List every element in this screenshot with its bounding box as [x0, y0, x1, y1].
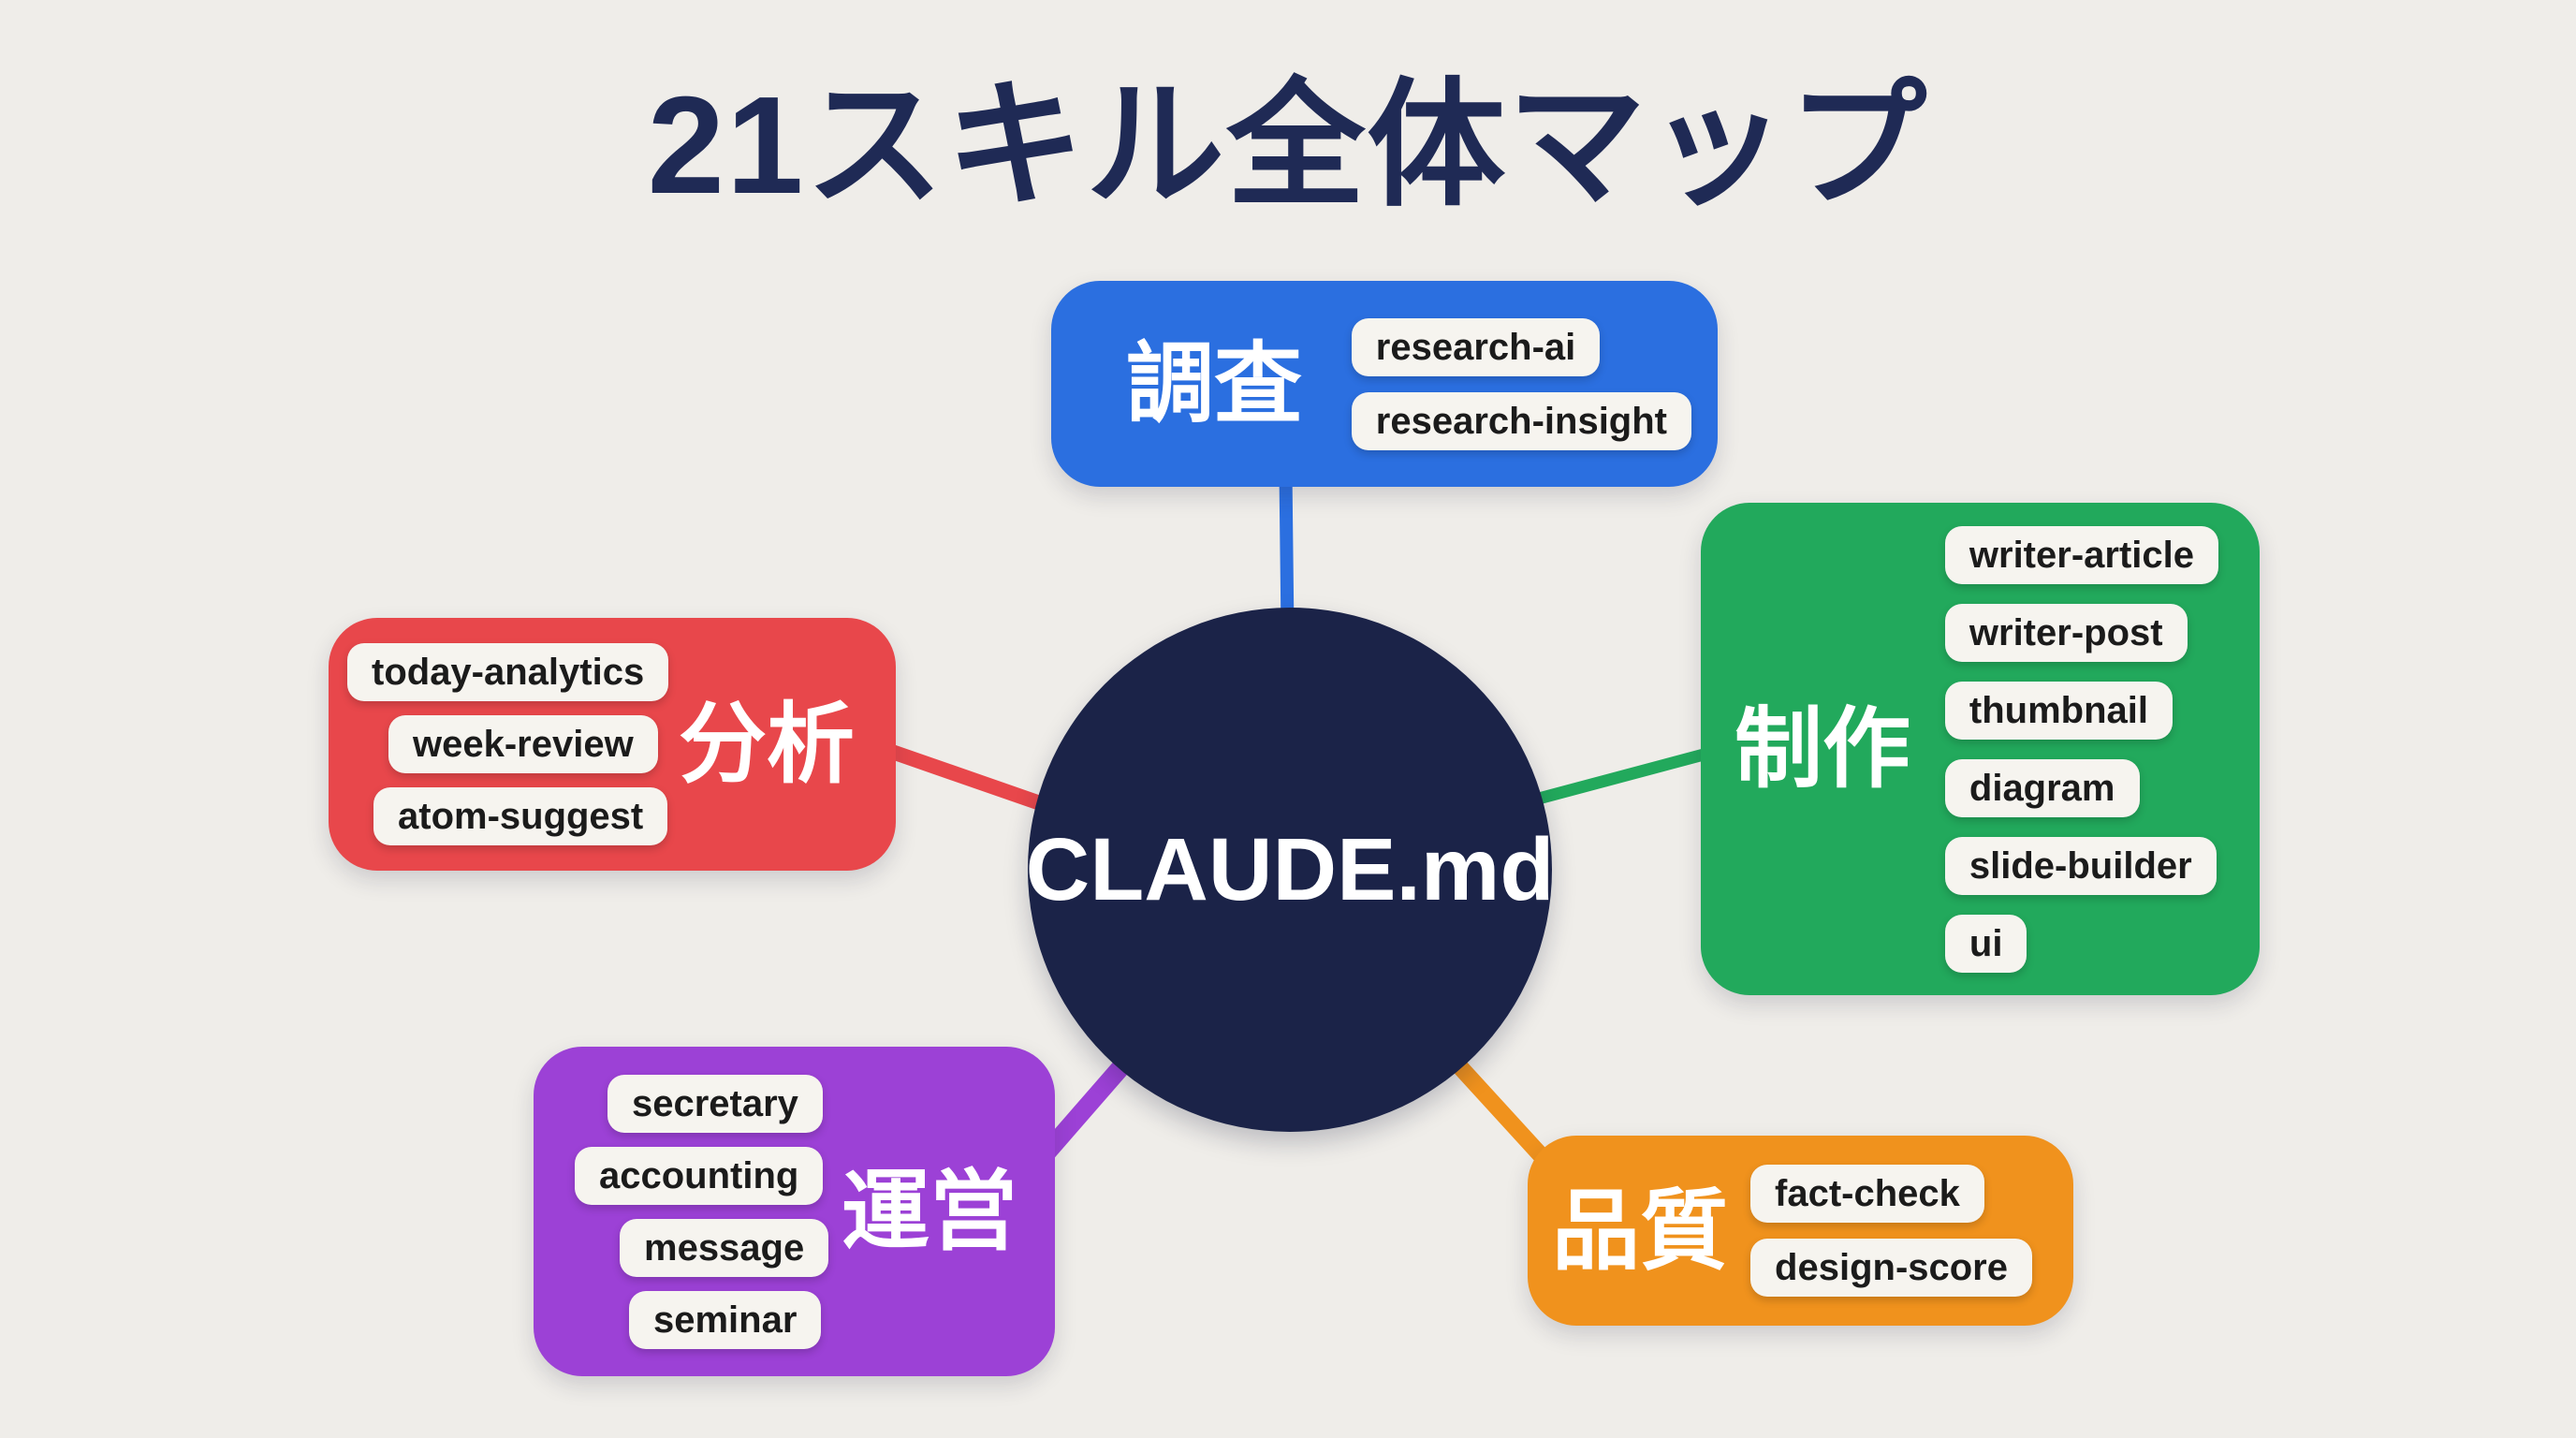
- skill-pill: fact-check: [1750, 1165, 1984, 1223]
- skill-pill: writer-post: [1944, 603, 2188, 662]
- skill-pill: secretary: [607, 1074, 823, 1133]
- group-analysis-pills: today-analytics week-review atom-suggest: [347, 643, 669, 845]
- group-quality-pills: fact-check design-score: [1750, 1165, 2032, 1297]
- group-production-pills: writer-article writer-post thumbnail diagra…: [1944, 525, 2218, 973]
- group-research-label: 調査: [1126, 334, 1303, 433]
- group-operations-label: 運営: [841, 1162, 1017, 1260]
- group-production: 制作 writer-article writer-post thumbnail dia…: [1701, 503, 2260, 995]
- group-operations: secretary accounting message seminar 運営: [534, 1047, 1055, 1376]
- skill-pill: diagram: [1944, 758, 2140, 817]
- group-quality-label: 品質: [1552, 1181, 1729, 1280]
- connector-analysis: [863, 737, 1075, 820]
- center-node-label: CLAUDE.md: [1025, 819, 1555, 919]
- skill-pill: thumbnail: [1944, 681, 2173, 740]
- skill-pill: research-insight: [1351, 391, 1691, 450]
- skill-pill: ui: [1944, 914, 2027, 973]
- skill-pill: message: [620, 1218, 829, 1277]
- skill-pill: slide-builder: [1944, 836, 2217, 895]
- group-analysis: today-analytics week-review atom-suggest 分…: [329, 618, 896, 871]
- group-quality: 品質 fact-check design-score: [1528, 1136, 2073, 1326]
- skill-pill: today-analytics: [347, 643, 669, 701]
- skill-pill: week-review: [388, 715, 658, 773]
- center-node: CLAUDE.md: [1025, 608, 1555, 1132]
- connector-production: [1500, 741, 1738, 814]
- skill-pill: atom-suggest: [373, 787, 668, 845]
- group-research-pills: research-ai research-insight: [1351, 317, 1691, 450]
- skill-pill: design-score: [1750, 1239, 2032, 1297]
- group-analysis-label: 分析: [678, 695, 855, 793]
- skill-pill: writer-article: [1944, 525, 2218, 584]
- page-title: 21スキル全体マップ: [647, 68, 1929, 223]
- skill-pill: accounting: [575, 1146, 824, 1205]
- skill-pill: research-ai: [1351, 317, 1601, 376]
- group-production-label: 制作: [1734, 699, 1911, 798]
- group-research: 調査 research-ai research-insight: [1051, 281, 1718, 487]
- group-operations-pills: secretary accounting message seminar: [575, 1074, 829, 1349]
- skill-pill: seminar: [629, 1290, 822, 1349]
